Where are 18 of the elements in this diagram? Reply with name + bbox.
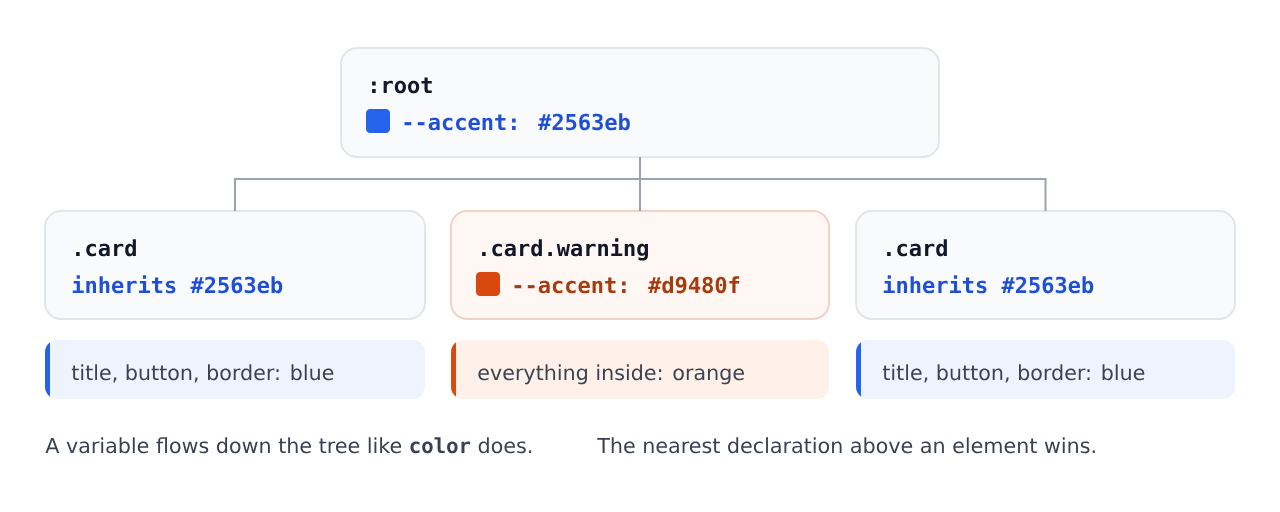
value-text: inherits #2563eb [72,275,283,294]
caption-text: A variable flows down the tree like color does. [45,437,532,454]
selector-box [44,210,426,320]
selector-box [450,210,830,320]
selector-text: .card [887,239,947,257]
value-text: inherits #2563eb [883,275,1094,294]
selector-box [340,47,940,158]
note-box: title, button, border: blue [856,340,1235,399]
value-text: --accent: #d9480f [514,276,740,294]
caption-text: The nearest declaration above an element wins. [597,437,1095,454]
selector-text: .card [76,239,136,257]
note-box: title, button, border: blue [45,340,425,399]
selector-text: .card.warning [482,238,648,261]
value-text: --accent: #2563eb [404,113,630,131]
selector-text: :root [372,77,432,94]
note-box: everything inside: orange [451,340,829,399]
selector-box [855,210,1236,320]
connector-line [639,156,1047,212]
